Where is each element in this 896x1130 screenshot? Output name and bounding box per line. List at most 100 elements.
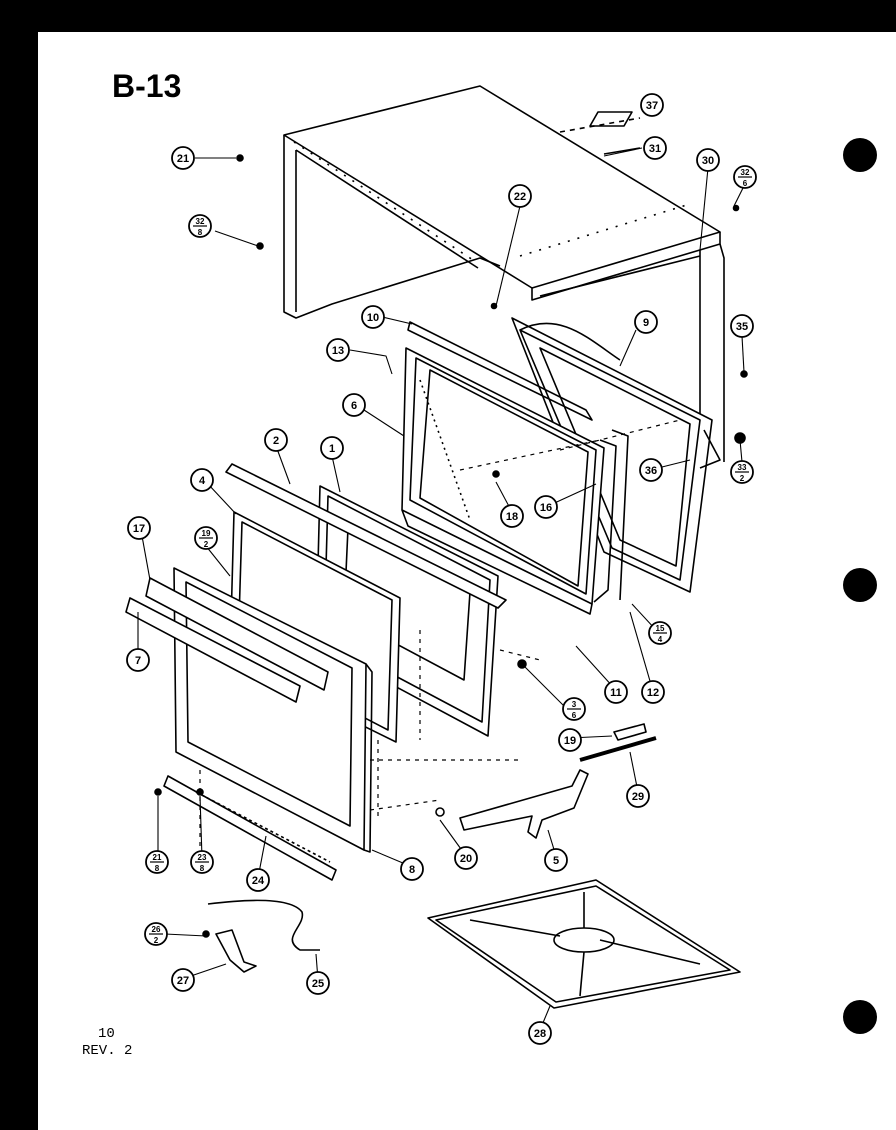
callout-circle	[544, 848, 568, 872]
callout-22: 22	[508, 184, 532, 208]
callout-label: 36	[645, 465, 657, 477]
callout-denominator: 8	[155, 864, 160, 873]
callout-label: 24	[252, 875, 265, 887]
callout-numerator: 3	[572, 700, 577, 709]
fasteners	[154, 154, 748, 938]
callout-label: 31	[649, 143, 661, 155]
callout-label: 16	[540, 502, 552, 514]
callout-denominator: 8	[200, 864, 205, 873]
callout-20: 20	[454, 846, 478, 870]
callout-circle	[730, 314, 754, 338]
callout-8: 8	[400, 857, 424, 881]
callout-numerator: 19	[202, 529, 211, 538]
callout-30: 30	[696, 148, 720, 172]
callout-circle	[626, 784, 650, 808]
callout-7: 7	[126, 648, 150, 672]
callout-label: 22	[514, 191, 526, 203]
callout-32_8: 328	[188, 214, 212, 238]
callout-circle	[528, 1021, 552, 1045]
callout-label: 7	[135, 655, 141, 667]
callout-16: 16	[534, 495, 558, 519]
callout-15_4: 154	[648, 621, 672, 645]
callout-label: 18	[506, 511, 518, 523]
callout-27: 27	[171, 968, 195, 992]
punch-hole-middle	[843, 568, 877, 602]
callout-label: 25	[312, 978, 324, 990]
callout-label: 4	[199, 475, 206, 487]
callout-denominator: 4	[658, 635, 663, 644]
callout-36: 36	[639, 458, 663, 482]
callout-19: 19	[558, 728, 582, 752]
callout-31: 31	[643, 136, 667, 160]
wire-harness	[207, 899, 320, 973]
callout-label: 37	[646, 100, 658, 112]
callout-numerator: 21	[153, 853, 162, 862]
callout-label: 35	[736, 321, 748, 333]
callout-5: 5	[544, 848, 568, 872]
callout-circle	[126, 648, 150, 672]
revision-label: REV. 2	[82, 1043, 133, 1059]
callout-32_6: 326	[733, 165, 757, 189]
callout-numerator: 32	[741, 168, 750, 177]
callout-circle	[640, 93, 664, 117]
callout-17: 17	[127, 516, 151, 540]
callout-circle	[326, 338, 350, 362]
callout-circle	[306, 971, 330, 995]
callout-19_2: 192	[194, 526, 218, 550]
callout-13: 13	[326, 338, 350, 362]
callout-label: 11	[610, 687, 622, 699]
callout-label: 10	[367, 312, 379, 324]
callout-circle	[641, 680, 665, 704]
oven-liner-frame	[401, 321, 629, 615]
callout-circle	[534, 495, 558, 519]
callout-label: 13	[332, 345, 344, 357]
callout-circle	[264, 428, 288, 452]
callout-circle	[604, 680, 628, 704]
callout-circle	[639, 458, 663, 482]
callout-label: 30	[702, 155, 714, 167]
punch-hole-bottom	[843, 1000, 877, 1034]
callout-35: 35	[730, 314, 754, 338]
drip-tray	[427, 879, 741, 1009]
callout-label: 1	[329, 443, 335, 455]
punch-hole-top	[843, 138, 877, 172]
callout-denominator: 2	[154, 936, 159, 945]
callout-label: 12	[647, 687, 659, 699]
callout-label: 21	[177, 153, 189, 165]
callout-33_2: 332	[730, 460, 754, 484]
callout-label: 20	[460, 853, 472, 865]
callout-label: 5	[553, 855, 559, 867]
callout-label: 6	[351, 400, 357, 412]
callout-circle	[171, 968, 195, 992]
callout-26_2: 262	[144, 922, 168, 946]
callout-label: 19	[564, 735, 576, 747]
callout-circle	[643, 136, 667, 160]
callout-circle	[454, 846, 478, 870]
callout-25: 25	[306, 971, 330, 995]
callout-numerator: 33	[738, 463, 747, 472]
callout-numerator: 32	[196, 217, 205, 226]
callout-denominator: 2	[204, 540, 209, 549]
callout-29: 29	[626, 784, 650, 808]
callout-9: 9	[634, 310, 658, 334]
callout-circle	[400, 857, 424, 881]
callout-12: 12	[641, 680, 665, 704]
callout-denominator: 2	[740, 474, 745, 483]
callout-6: 6	[342, 393, 366, 417]
callout-numerator: 15	[656, 624, 665, 633]
page-number: 10	[98, 1026, 115, 1042]
callout-circle	[320, 436, 344, 460]
callout-37: 37	[640, 93, 664, 117]
callout-label: 27	[177, 975, 189, 987]
callout-10: 10	[361, 305, 385, 329]
callout-circle	[127, 516, 151, 540]
callout-circle	[558, 728, 582, 752]
callout-21_8: 218	[145, 850, 169, 874]
callout-11: 11	[604, 680, 628, 704]
callout-4: 4	[190, 468, 214, 492]
callout-label: 28	[534, 1028, 546, 1040]
callout-label: 9	[643, 317, 649, 329]
callout-24: 24	[246, 868, 270, 892]
